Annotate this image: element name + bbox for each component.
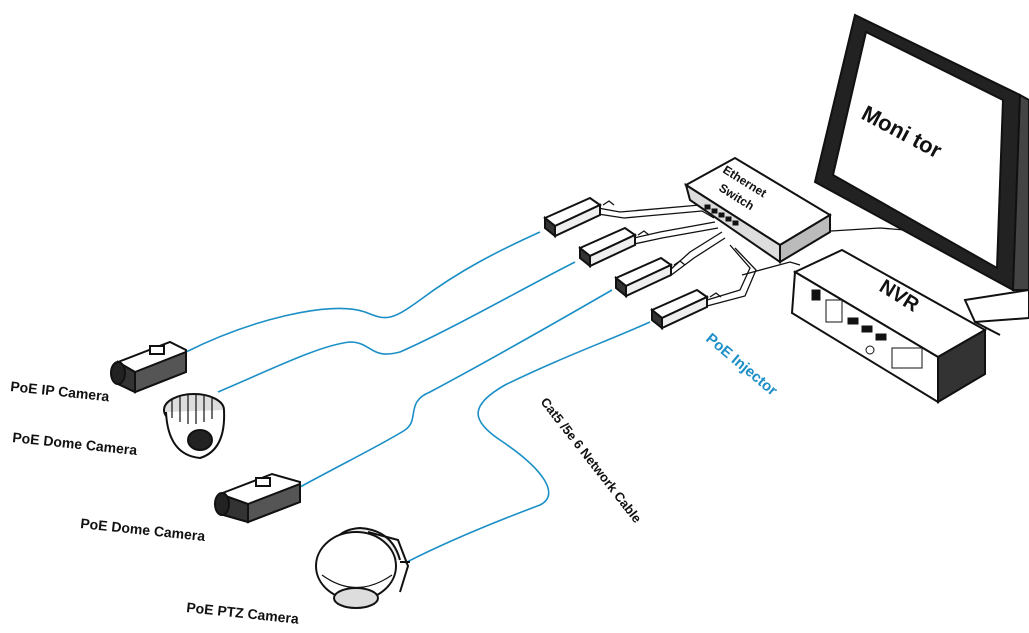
poe-dome-camera-2	[214, 472, 301, 524]
ptz-camera-label: PoE PTZ Camera	[186, 599, 300, 627]
cable-ptz-camera	[404, 321, 651, 564]
cable-dome-camera-2	[299, 289, 613, 488]
monitor: Moni tor	[813, 13, 1029, 336]
cable-ip-camera	[185, 231, 541, 353]
dome-camera-1-label: PoE Dome Camera	[12, 429, 138, 458]
dome-camera-2-label: PoE Dome Camera	[80, 515, 206, 544]
poe-injector-1	[543, 196, 615, 239]
poe-ip-camera	[110, 340, 187, 394]
nvr-front-panel	[811, 289, 923, 369]
poe-injector-label: PoE Injector	[702, 330, 780, 399]
poe-dome-camera-1	[163, 393, 226, 460]
poe-ptz-camera	[315, 526, 410, 609]
poe-injector-3	[614, 256, 686, 299]
switch-ports	[704, 204, 739, 226]
cable-dome-camera-1	[217, 261, 576, 393]
network-cables	[185, 231, 651, 564]
poe-injector-2	[578, 226, 650, 269]
nvr: NVR	[790, 248, 988, 404]
ip-camera-label: PoE IP Camera	[10, 378, 111, 404]
cable-label: Cat5 /5e 6 Network Cable	[538, 395, 645, 526]
ethernet-switch: Ethernet Switch	[684, 156, 832, 264]
poe-injector-4	[650, 288, 722, 331]
poe-injectors	[543, 196, 722, 331]
